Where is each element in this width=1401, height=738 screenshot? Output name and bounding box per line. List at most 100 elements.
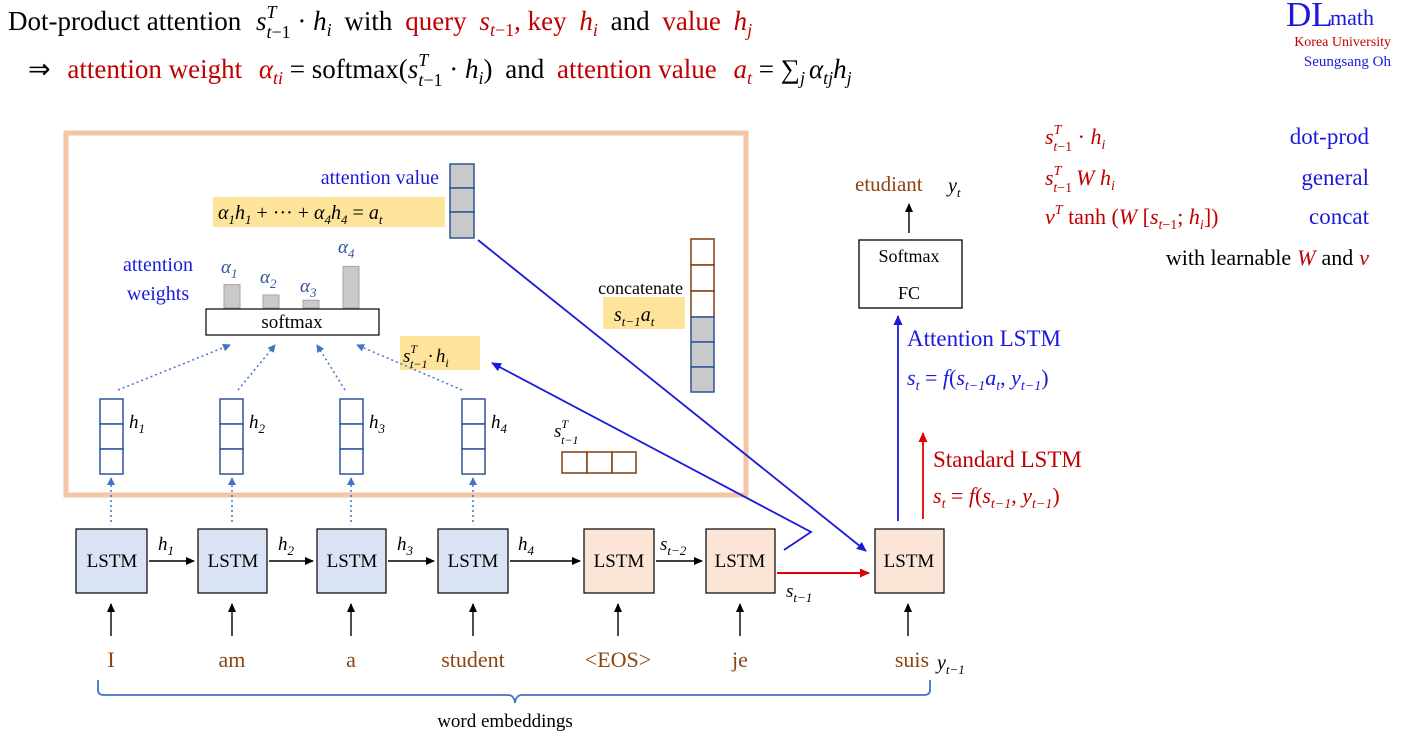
y-prev-label: yt−1: [935, 652, 965, 677]
attention-value-title: attention value: [321, 167, 439, 189]
embeddings-bracket: [97, 680, 931, 704]
input-word-1: I: [107, 647, 114, 672]
arrow-h3-label: h3: [397, 534, 414, 558]
hidden-labels: h1 h2 h3 h4: [129, 412, 508, 436]
attention-lstm-title: Attention LSTM: [907, 326, 1061, 351]
attention-weight-bar: [342, 265, 360, 309]
alpha-2-label: α2: [260, 267, 277, 291]
decoder-input-1: <EOS>: [585, 647, 651, 672]
logo: DL math Korea University Seungsang Oh: [1286, 0, 1391, 70]
standard-lstm-title: Standard LSTM: [933, 447, 1082, 472]
output-fc-label: FC: [898, 283, 920, 303]
score-dot-prod-label: dot-prod: [1290, 124, 1370, 149]
header-key-word: key: [528, 6, 567, 36]
decoder-input-current: suis: [895, 647, 929, 672]
softmax-fc-box: [858, 239, 963, 309]
score-concat-label: concat: [1309, 204, 1370, 229]
decoder-cells: [583, 528, 945, 594]
h2-vector: [219, 398, 244, 475]
attention-value-highlight: [213, 197, 445, 227]
attention-value-vector: [449, 163, 475, 239]
line2-and-word: and: [505, 54, 544, 84]
attention-value-label: attention value: [557, 54, 717, 84]
score-general-label: general: [1301, 165, 1369, 190]
encoder-lstm-1-label: LSTM: [87, 551, 138, 572]
attention-weight-bar: [223, 284, 241, 309]
output-softmax-label: Softmax: [879, 246, 940, 266]
encoder-lstm-4-label: LSTM: [448, 551, 499, 572]
h4-vector: [461, 398, 486, 475]
value-to-lstm-arrow: [477, 239, 867, 552]
hidden-vectors: [99, 398, 486, 475]
learnable-and: and: [1321, 245, 1353, 270]
alpha-3-label: α3: [300, 276, 317, 300]
attention-weight-bars: [223, 265, 360, 309]
header-lead: Dot-product attention: [8, 6, 242, 36]
h1-vector: [99, 398, 124, 475]
attention-weights-title-1: attention: [123, 254, 193, 276]
decoder-input-2: je: [731, 647, 748, 672]
alpha-labels: α1 α2 α3 α4: [221, 237, 355, 300]
logo-author: Seungsang Oh: [1304, 54, 1392, 70]
decoder-cell-labels: LSTM LSTM LSTM: [594, 551, 935, 572]
score-highlight: [400, 336, 480, 370]
input-word-3: a: [346, 647, 356, 672]
encoder-lstm-2-label: LSTM: [208, 551, 259, 572]
decoder-lstm-eos: [583, 528, 655, 594]
alpha-4-label: α4: [338, 237, 355, 261]
encoder-lstm-4: [437, 528, 509, 594]
concat-vector: [690, 238, 715, 393]
attention-frame: [63, 130, 749, 498]
attention-weight-bar: [262, 294, 280, 309]
standard-lstm-formula: st = f(st−1, yt−1): [933, 483, 1060, 512]
encoder-lstm-3: [316, 528, 387, 594]
svg-text:Dot-product attention sT: Dot-product attention sTt−1 · hi with qu…: [8, 2, 752, 42]
arrow-h2-label: h2: [278, 534, 295, 558]
attention-weight-label: attention weight: [67, 54, 242, 84]
input-words: I am a student <EOS> je suis: [107, 647, 929, 672]
h3-vector: [339, 398, 364, 475]
input-word-4: student: [441, 647, 505, 672]
header-value-word: value: [662, 6, 720, 36]
output-word: etudiant: [855, 172, 923, 196]
encoder-cell-labels: LSTM LSTM LSTM LSTM: [87, 551, 499, 572]
arrow-h4-label: h4: [518, 534, 535, 558]
implies-arrow: ⇒: [28, 54, 51, 84]
h2-label: h2: [249, 412, 266, 436]
header-query-word: query: [405, 6, 467, 36]
arrow-st2-label: st−2: [660, 534, 687, 558]
decoder-lstm-suis: [874, 528, 945, 594]
attention-weights-title-2: weights: [127, 283, 189, 305]
learnable-lead: with learnable: [1166, 245, 1291, 270]
decoder-lstm-je-label: LSTM: [715, 551, 766, 572]
header-with: with: [344, 6, 393, 36]
encoder-lstm-1: [75, 528, 148, 594]
word-embeddings-label: word embeddings: [437, 711, 573, 732]
softmax-word: softmax: [312, 54, 399, 84]
score-concat-formula: vT tanh (W [st−1; hi]): [1045, 203, 1218, 233]
query-to-score-arrow: [491, 362, 813, 551]
concatenate-label: concatenate: [598, 278, 683, 298]
logo-university: Korea University: [1294, 35, 1391, 50]
softmax-box-label: softmax: [261, 312, 323, 333]
concat-formula: st−1at: [614, 304, 655, 329]
alpha-1-label: α1: [221, 257, 237, 281]
logo-math: math: [1330, 5, 1374, 30]
header-and-word: and: [611, 6, 650, 36]
decoder-lstm-eos-label: LSTM: [594, 551, 645, 572]
query-vector: [561, 451, 637, 474]
attention-weight-bar: [302, 299, 320, 309]
score-dotted-arrows: [107, 343, 477, 522]
logo-dl: DL: [1286, 0, 1333, 34]
output-y-label: yt: [946, 175, 961, 200]
concat-highlight: [603, 297, 685, 329]
